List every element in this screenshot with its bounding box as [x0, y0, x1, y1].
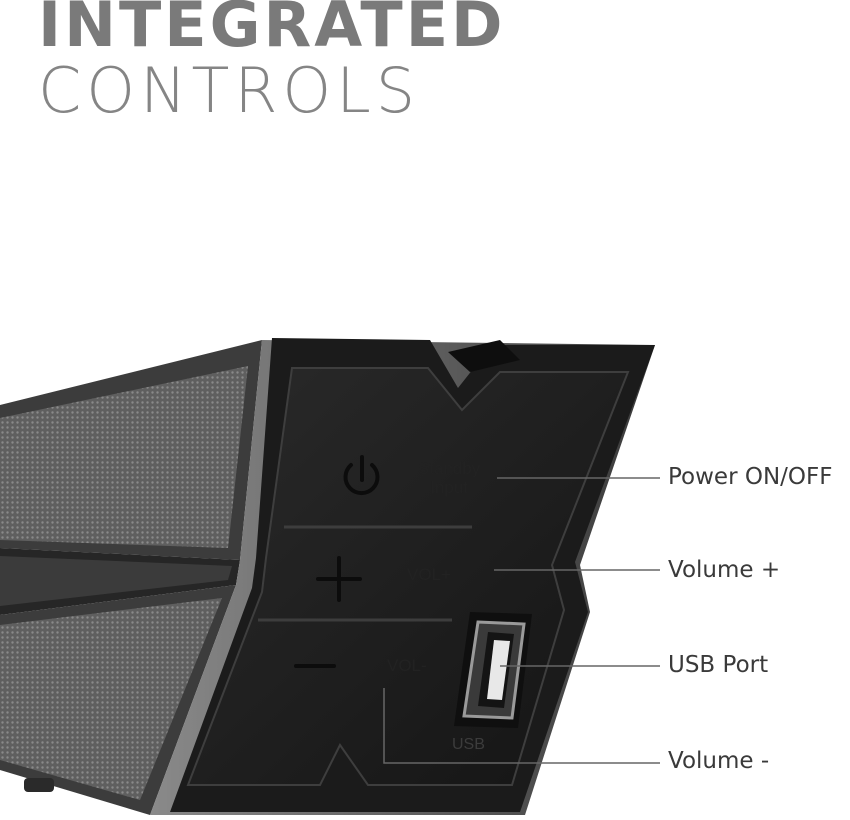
usb-port-icon[interactable]: [454, 612, 532, 728]
lower-grille: [0, 585, 236, 815]
plus-icon[interactable]: [316, 556, 362, 602]
vol-plus-label: VOL+: [407, 565, 451, 584]
center-groove: [0, 548, 240, 615]
headline-line-2: CONTROLS: [38, 54, 421, 127]
end-cap: [150, 338, 655, 815]
usb-label: USB: [452, 736, 485, 753]
headline-line-1: INTEGRATED: [38, 0, 506, 61]
upper-grille: [0, 340, 262, 560]
headline: INTEGRATED CONTROLS: [38, 0, 506, 122]
callout-lines: [383, 477, 660, 764]
standby-label: Standby Input: [404, 459, 494, 497]
power-icon[interactable]: [343, 455, 380, 496]
standby-text: Standby: [417, 459, 481, 478]
callout-volume-down: Volume -: [668, 748, 770, 774]
callout-usb-port: USB Port: [668, 652, 769, 678]
vol-minus-label: VOL-: [387, 656, 427, 675]
foot: [24, 778, 54, 792]
callout-power: Power ON/OFF: [668, 464, 833, 490]
callout-volume-up: Volume +: [668, 557, 781, 583]
input-text: Input: [430, 477, 468, 497]
